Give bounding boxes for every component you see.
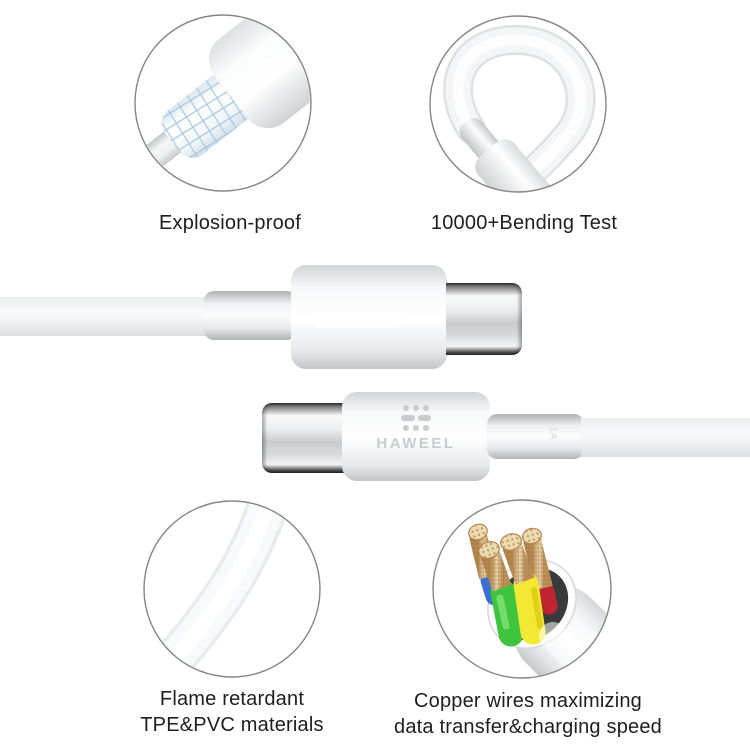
strain-relief-lower: 1A: [487, 414, 584, 459]
flame-retardant-illustration: [143, 500, 321, 678]
usb-c-tip-upper: [446, 283, 522, 355]
explosion-proof-illustration: [134, 14, 312, 192]
caption-copper-wires: Copper wires maximizing data transfer&ch…: [378, 688, 678, 740]
caption-bending-test: 10000+Bending Test: [430, 212, 618, 234]
copper-wires-illustration: [432, 499, 612, 679]
usb-c-tip-lower: [262, 403, 344, 473]
wire-yellow: [500, 533, 546, 645]
strain-relief-upper: [204, 291, 297, 340]
connector-body-lower: HAWEEL: [342, 392, 490, 481]
feature-circle-outline: [432, 499, 612, 679]
caption-explosion-proof: Explosion-proof: [159, 212, 301, 234]
wire-red: [522, 527, 558, 615]
caption-copper-line2: data transfer&charging speed: [394, 716, 662, 738]
wire-green: [478, 541, 524, 647]
connector-marking: 1A: [547, 426, 559, 441]
feature-circle-outline: [143, 500, 321, 678]
cable-lower: [581, 418, 750, 457]
feature-circle-outline: [134, 14, 312, 192]
caption-flame-line2: TPE&PVC materials: [140, 714, 324, 736]
feature-circle-outline: [429, 15, 607, 193]
bending-test-illustration: [429, 15, 607, 193]
loop-connector: [459, 118, 574, 192]
bent-cable-loop: [443, 25, 596, 192]
caption-copper-line1: Copper wires maximizing: [414, 690, 642, 712]
highlight-stripe: [313, 313, 401, 326]
caption-flame-retardant: Flame retardant TPE&PVC materials: [112, 686, 352, 738]
haweel-dots-logo-icon: [401, 405, 431, 431]
connector-body-upper: [291, 265, 447, 369]
cable-jacket-curve: [146, 502, 289, 676]
haweel-logo-text: HAWEEL: [376, 435, 456, 452]
cable-upper: [0, 297, 209, 336]
caption-flame-line1: Flame retardant: [159, 688, 305, 710]
